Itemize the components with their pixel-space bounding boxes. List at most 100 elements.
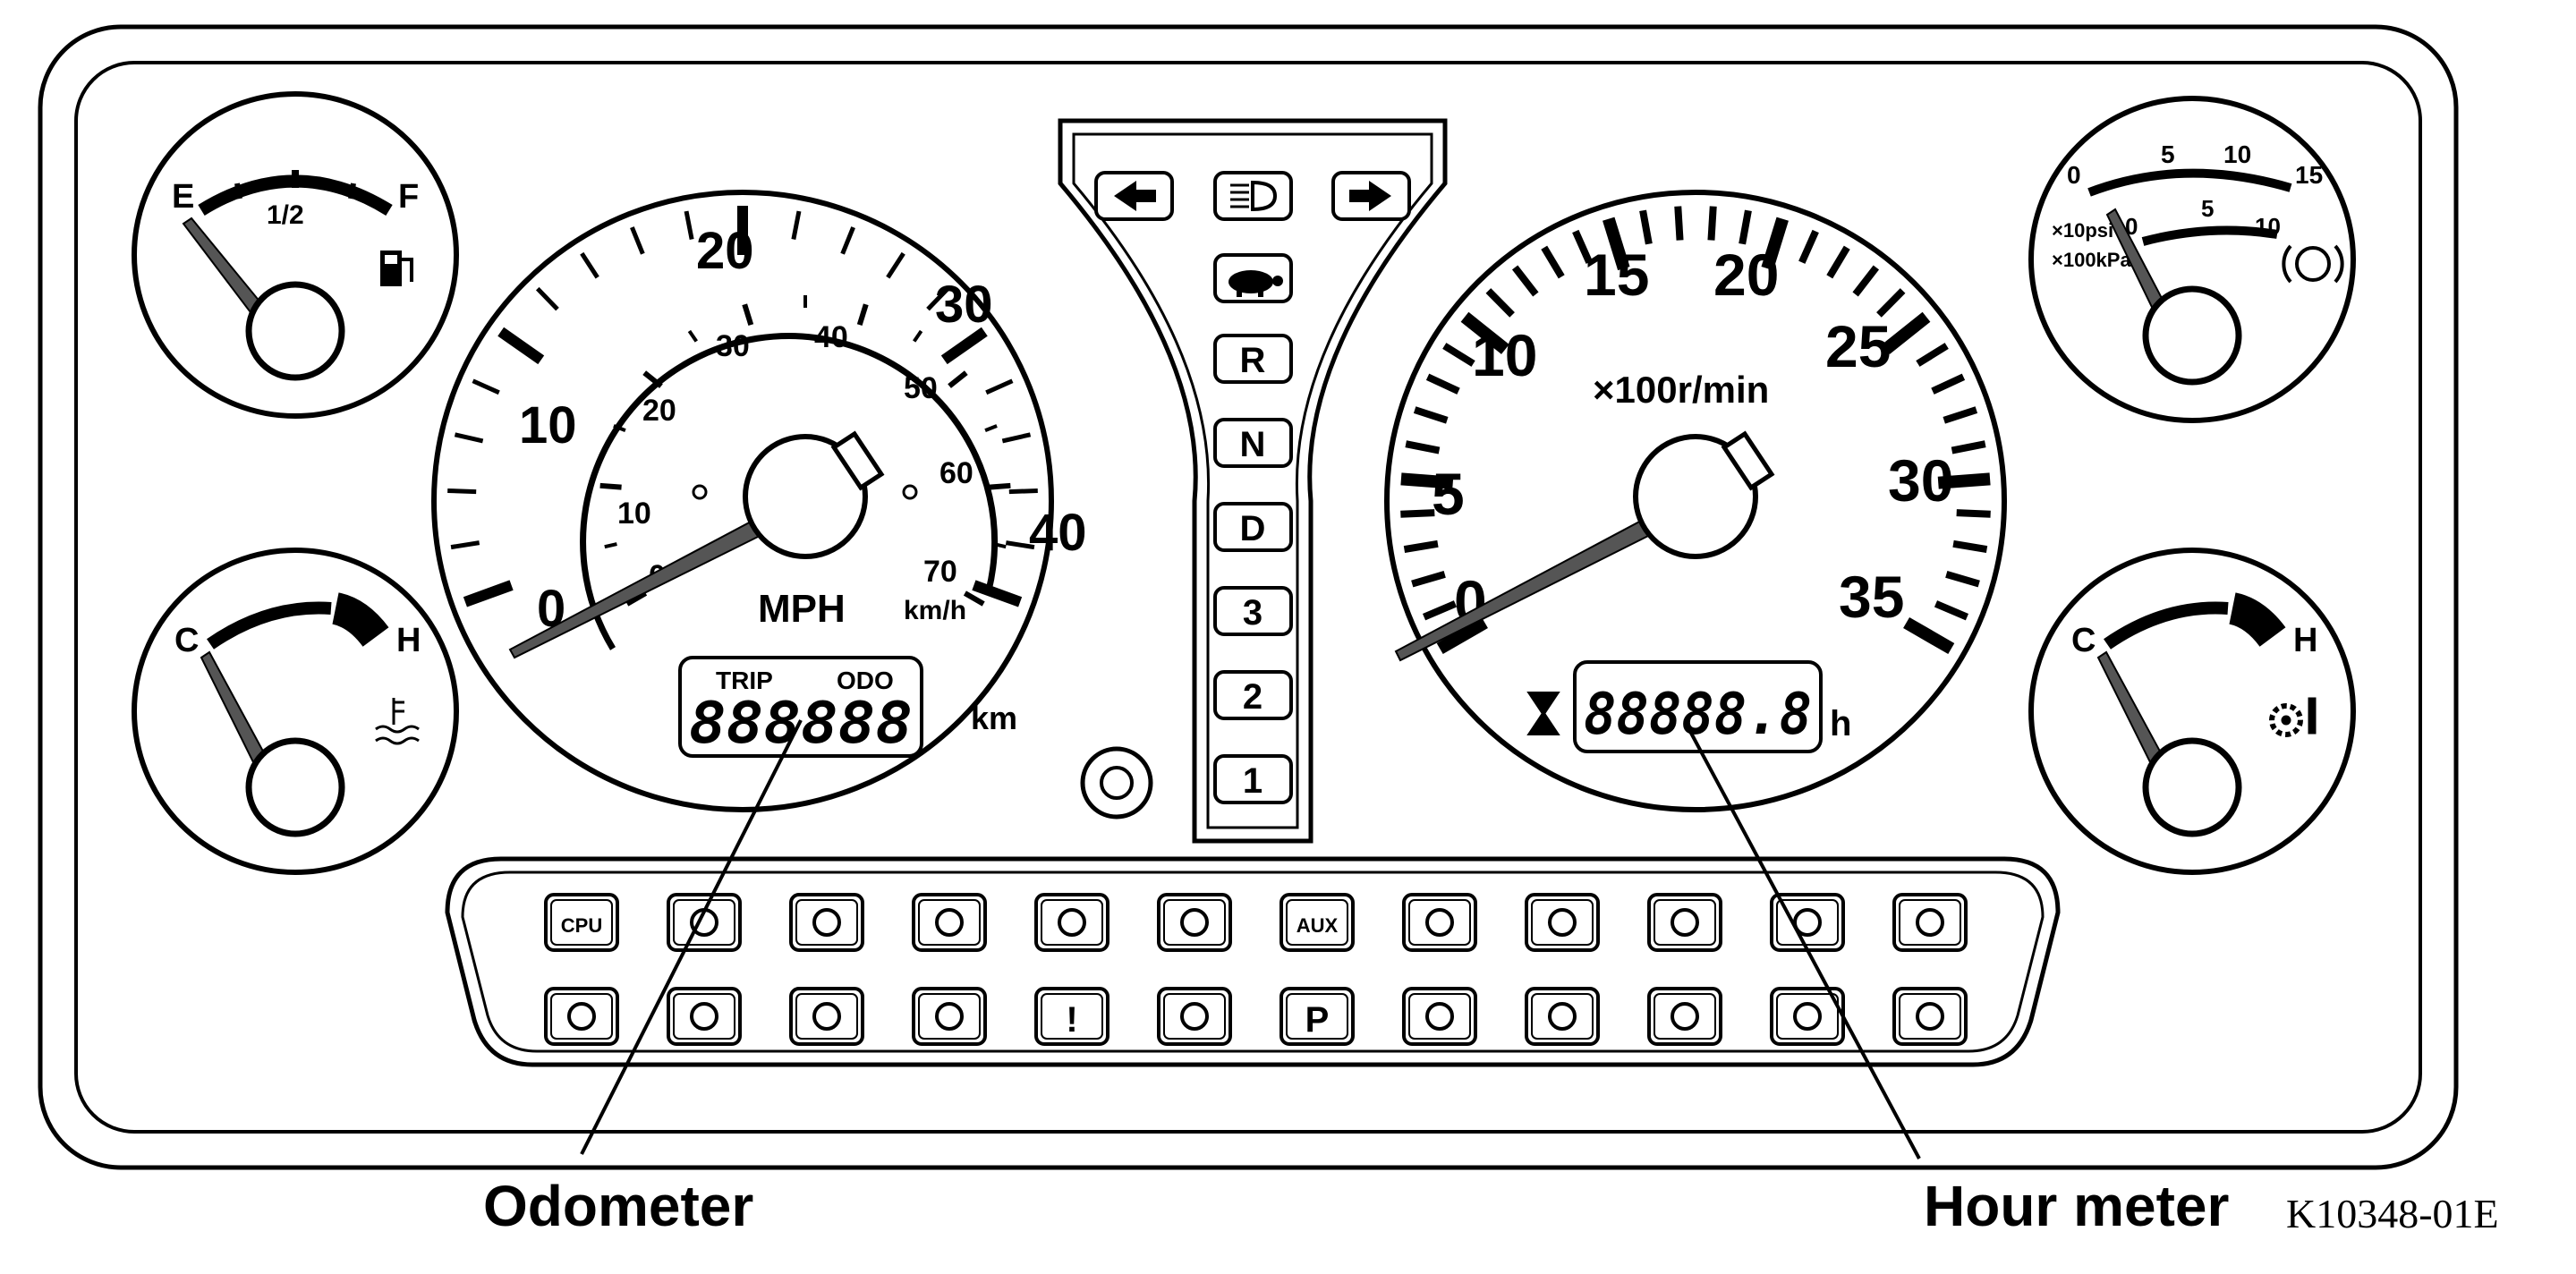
mph-tick-13	[886, 251, 905, 279]
seat-belt-icon-glyph	[1793, 908, 1822, 937]
rpm-tick-13	[1541, 245, 1565, 279]
gear-box-3	[1213, 586, 1293, 636]
indicator-column-inner	[1072, 132, 1433, 829]
rpm-tick-8	[1425, 373, 1460, 395]
brake-warning-icon	[1157, 893, 1232, 952]
pressure-gauge-hub	[2142, 285, 2242, 386]
operator-presence-icon	[1892, 987, 1968, 1046]
transmission-icon-inner	[918, 993, 981, 1040]
hour-meter-reading: 88888.8	[1584, 682, 1812, 748]
hour-meter-leader-line	[1685, 724, 1921, 1159]
tach-label-30: 30	[1888, 447, 1953, 514]
rpm-tick-28	[1943, 406, 1978, 424]
aux-icon-text: AUX	[1297, 914, 1339, 937]
kmh-label-70: 70	[923, 555, 957, 589]
temp-label-hot: H	[396, 622, 421, 659]
engine-check-icon-glyph	[690, 1002, 718, 1031]
temp-gauge-hot-zone	[331, 592, 389, 648]
operator-presence-icon-inner	[1899, 993, 1961, 1040]
gear-box-2	[1213, 670, 1293, 720]
master-warning-icon	[1034, 987, 1109, 1046]
speedometer-hub-tab	[830, 430, 885, 491]
oil-can-icon-inner	[795, 899, 858, 946]
brake-circuit-icon-inner	[1408, 993, 1471, 1040]
rpm-tick-31	[1956, 509, 1991, 518]
rpm-tick-21	[1798, 229, 1819, 264]
axle-icon-glyph	[1548, 1002, 1577, 1031]
tachometer-ticks	[1400, 206, 1991, 655]
pressure-outer-10: 10	[2223, 140, 2251, 168]
pressure-inner-5: 5	[2201, 195, 2214, 222]
oil-temp-label-cold: C	[2071, 622, 2096, 659]
work-light-icon-inner	[1776, 993, 1839, 1040]
operator-presence-icon-glyph	[1916, 1002, 1944, 1031]
rpm-tick-24	[1876, 288, 1906, 318]
four-wheel-icon-inner	[1654, 993, 1716, 1040]
rpm-tick-22	[1826, 245, 1850, 279]
transmission-icon-glyph	[935, 1002, 964, 1031]
coolant-level-icon	[789, 987, 864, 1046]
fuel-pump-icon	[380, 251, 413, 286]
mph-tick-18	[1008, 488, 1038, 495]
parking-brake-icon-inner	[1286, 993, 1348, 1040]
coolant-level-icon-inner	[795, 993, 858, 1040]
hour-meter-lcd	[1573, 660, 1823, 753]
mph-label-20: 20	[696, 222, 754, 280]
rpm-tick-18	[1707, 206, 1717, 241]
pressure-unit-kpa: ×100kPa	[2052, 249, 2131, 271]
temp-gauge-arc	[207, 601, 332, 650]
mph-tick-7	[580, 251, 599, 279]
rpm-tick-30	[1937, 472, 1991, 489]
gear-box-N	[1213, 418, 1293, 468]
rpm-tick-23	[1852, 265, 1880, 297]
fuel-label-empty: E	[172, 178, 194, 216]
kmh-tick-2	[599, 482, 622, 490]
fuel-low-icon	[1157, 987, 1232, 1046]
kmh-label-60: 60	[939, 456, 973, 490]
gear-label-3: 3	[1243, 593, 1262, 633]
tach-label-10: 10	[1472, 322, 1537, 388]
brake-circuit-icon	[1402, 987, 1477, 1046]
fuel-label-half: 1/2	[267, 200, 304, 230]
gear-box-R	[1213, 334, 1293, 384]
figure-id: K10348-01E	[2286, 1191, 2499, 1236]
kmh-label-50: 50	[904, 371, 938, 405]
rpm-tick-19	[1739, 209, 1752, 245]
four-wheel-icon-glyph	[1671, 1002, 1699, 1031]
tach-label-35: 35	[1839, 564, 1904, 630]
water-separator-icon	[544, 987, 619, 1046]
rpm-tick-35	[1903, 616, 1955, 655]
rpm-tick-7	[1413, 406, 1449, 424]
rpm-tick-10	[1460, 311, 1509, 354]
speedometer-hub	[743, 434, 868, 559]
fork-level-icon	[1647, 893, 1722, 952]
gear-label-N: N	[1240, 425, 1266, 464]
fuel-gauge-hub	[245, 281, 345, 381]
warning-light-panel-inner	[461, 871, 2045, 1053]
oil-can-icon-glyph	[812, 908, 841, 937]
oil-can-icon	[789, 893, 864, 952]
brake-warning-icon-inner	[1163, 899, 1226, 946]
odo-label: ODO	[837, 667, 894, 694]
tach-label-20: 20	[1713, 242, 1779, 308]
cpu-icon-text: CPU	[561, 914, 602, 937]
speedometer-indicator-dot-left	[692, 484, 708, 500]
oil-temp-hot-zone	[2228, 592, 2286, 648]
tachometer-hub	[1633, 434, 1758, 559]
trip-label: TRIP	[716, 667, 773, 694]
parking-brake-icon	[1279, 987, 1355, 1046]
mast-lift-icon	[1892, 893, 1968, 952]
mast-lift-icon-glyph	[1916, 908, 1944, 937]
gear-label-2: 2	[1243, 677, 1262, 717]
fuel-low-icon-inner	[1163, 993, 1226, 1040]
trip-reset-knob-inner	[1100, 766, 1134, 800]
mph-tick-14	[926, 286, 950, 311]
kmh-label-20: 20	[642, 394, 676, 428]
mph-tick-0	[463, 580, 514, 607]
steering-warning-icon	[912, 893, 987, 952]
transmission-oil-temp-icon	[2269, 697, 2317, 737]
mph-unit-label: MPH	[758, 587, 846, 631]
brake-circuit-icon-glyph	[1425, 1002, 1454, 1031]
mph-tick-9	[684, 210, 694, 240]
cpu-icon	[544, 893, 619, 952]
